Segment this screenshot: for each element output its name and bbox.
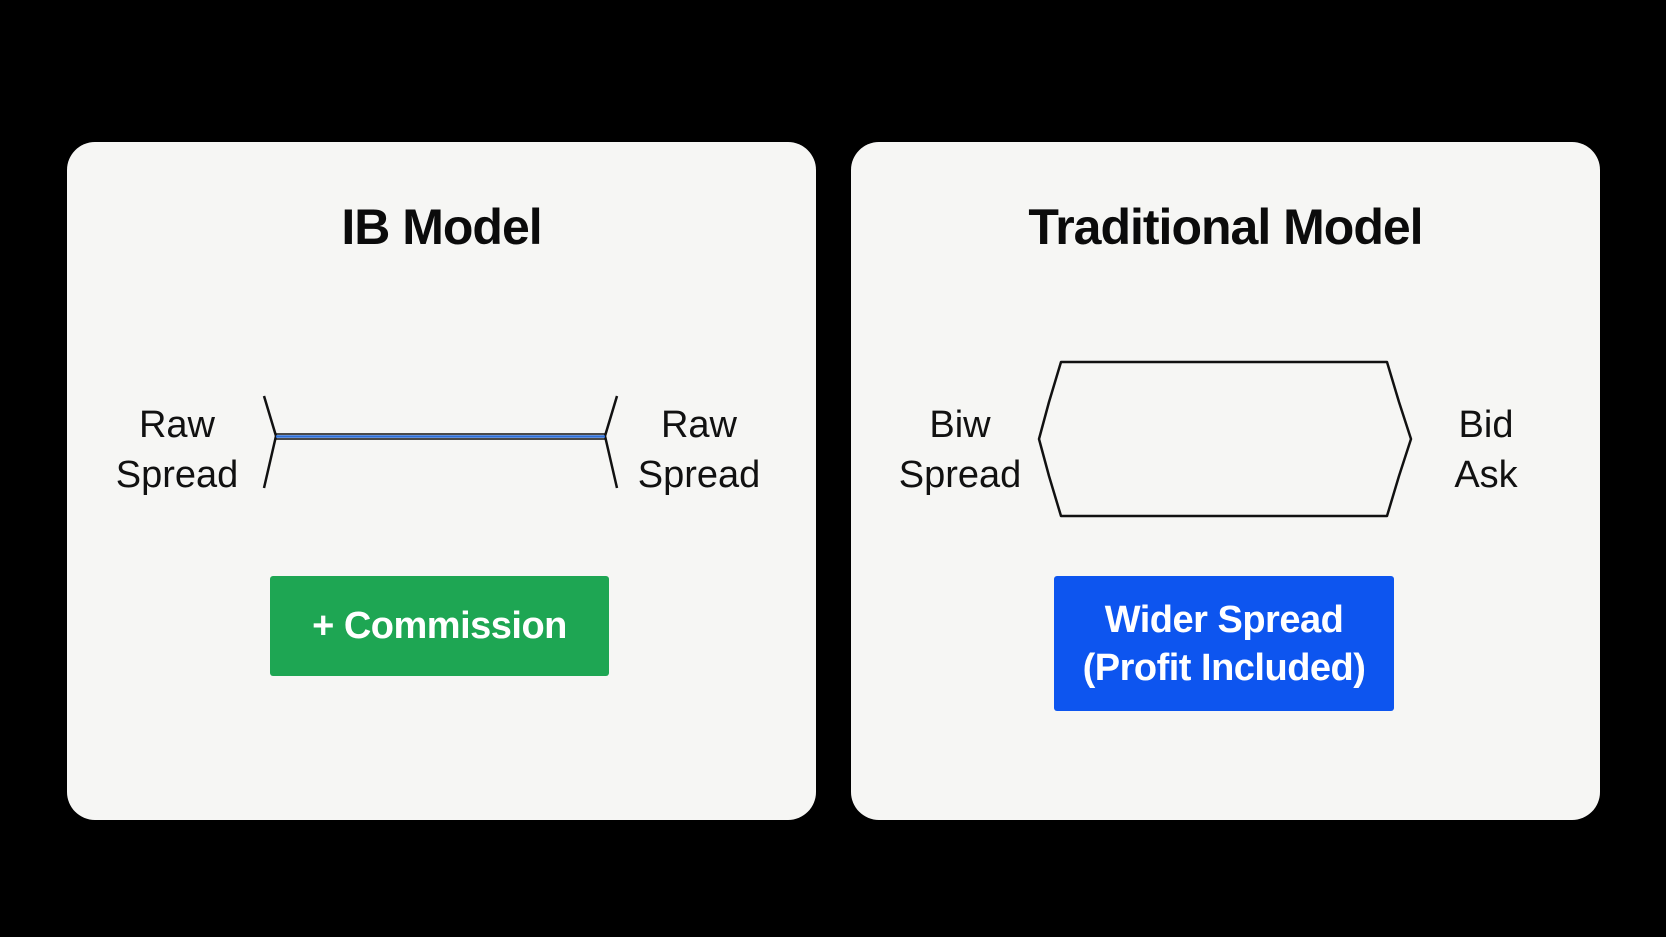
ib-right-label-line-2: Spread	[637, 454, 761, 496]
traditional-wide-spread-shape	[1037, 360, 1413, 518]
commission-badge: + Commission	[270, 576, 609, 676]
ib-right-bracket	[603, 395, 619, 489]
ib-left-bracket	[262, 395, 278, 489]
ib-right-label: Raw Spread	[629, 400, 769, 500]
wider-spread-badge: Wider Spread (Profit Included)	[1054, 576, 1394, 711]
ib-model-title: IB Model	[341, 199, 542, 255]
wider-spread-badge-line-1: Wider Spread	[1104, 598, 1344, 641]
traditional-model-card: Traditional Model Biw Spread Bid Ask Wid…	[851, 142, 1600, 820]
commission-badge-label: + Commission	[312, 604, 567, 647]
traditional-left-label-line-1: Biw	[929, 404, 991, 446]
ib-left-label-line-1: Raw	[138, 404, 216, 446]
ib-left-label: Raw Spread	[112, 400, 242, 500]
wider-spread-badge-line-2: (Profit Included)	[1082, 646, 1366, 689]
ib-left-label-line-2: Spread	[115, 454, 239, 496]
traditional-left-label-line-2: Spread	[898, 454, 1022, 496]
traditional-right-label: Bid Ask	[1441, 400, 1531, 500]
traditional-model-title: Traditional Model	[1028, 199, 1423, 255]
traditional-left-label: Biw Spread	[895, 400, 1025, 500]
ib-model-card: IB Model Raw Spread Raw Spread + Commiss…	[67, 142, 816, 820]
ib-right-label-line-1: Raw	[660, 404, 738, 446]
traditional-right-label-line-1: Bid	[1458, 404, 1514, 446]
traditional-right-label-line-2: Ask	[1454, 454, 1518, 496]
